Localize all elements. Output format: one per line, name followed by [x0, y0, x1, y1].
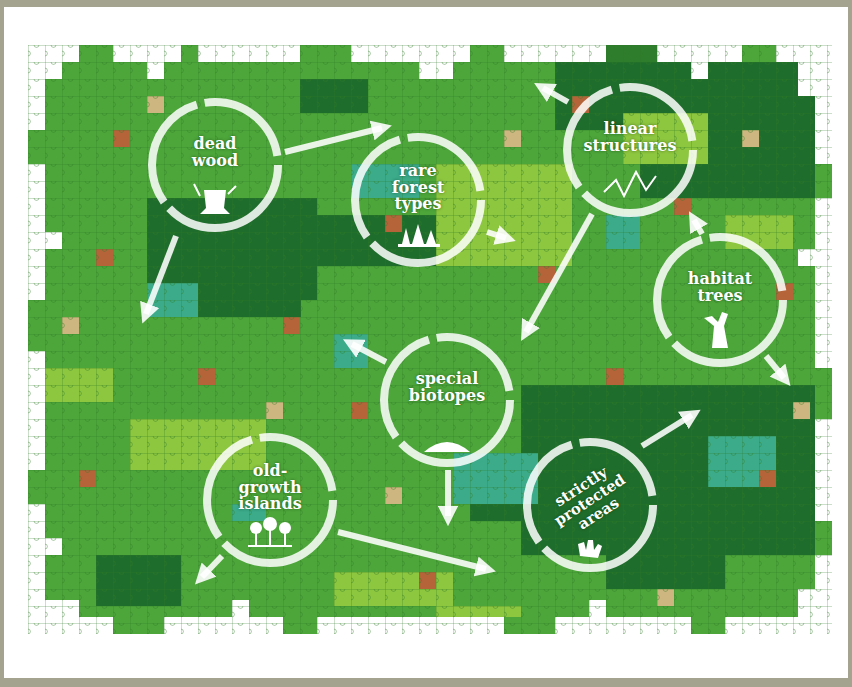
zigzag-icon — [604, 172, 656, 196]
circle-node: dead wood — [147, 97, 283, 233]
hand-icon — [578, 540, 602, 558]
node-label: strictly protected areas — [534, 453, 647, 549]
tree-trunk-icon — [704, 312, 728, 348]
node-label: special biotopes — [394, 371, 500, 405]
circle-node: habitat trees — [652, 232, 788, 368]
node-label: linear structures — [572, 121, 688, 155]
circle-node: strictly protected areas — [522, 437, 658, 573]
circle-node: special biotopes — [379, 332, 515, 468]
node-label: habitat trees — [677, 271, 763, 305]
puzzle-ground — [28, 45, 832, 634]
node-label: dead wood — [179, 136, 251, 170]
circle-node: rare forest types — [350, 132, 486, 268]
circle-node: linear structures — [562, 82, 698, 218]
plants-icon — [398, 224, 440, 247]
frame-band — [0, 678, 852, 687]
arrows — [146, 88, 784, 577]
stump-icon — [200, 190, 230, 214]
old-trees-icon — [248, 517, 292, 547]
node-icons — [194, 172, 728, 558]
node-label: old- growth islands — [229, 463, 311, 513]
circle-node: old- growth islands — [202, 432, 338, 568]
frame-band — [0, 0, 852, 7]
node-label: rare forest types — [378, 163, 458, 213]
biotope-icon — [424, 442, 470, 452]
